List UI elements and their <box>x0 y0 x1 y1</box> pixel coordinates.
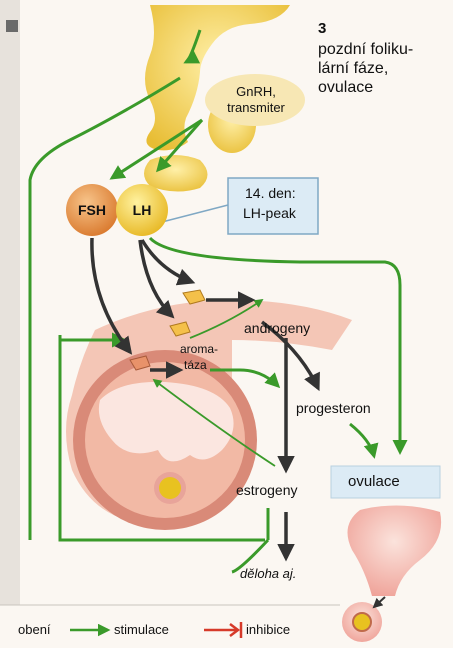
heading-number: 3 <box>318 20 326 37</box>
heading-line-1: pozdní foliku- <box>318 40 413 59</box>
aromataza-label-1: aroma- <box>180 342 218 356</box>
legend-stimulace: stimulace <box>114 622 169 637</box>
gnrh-label-1: GnRH, <box>228 84 284 99</box>
legend-item-1: obení <box>18 622 51 637</box>
legend-inhibice: inhibice <box>246 622 290 637</box>
deloha-label: děloha aj. <box>240 566 296 581</box>
androgeny-label: androgeny <box>244 320 310 336</box>
aromataza-label-2: táza <box>184 358 207 372</box>
ovulace-label: ovulace <box>348 473 400 490</box>
fsh-label: FSH <box>72 202 112 218</box>
corner-mark <box>6 20 18 32</box>
estrogeny-label: estrogeny <box>236 482 297 498</box>
heading-line-2: lární fáze, <box>318 59 388 78</box>
lh-label: LH <box>122 202 162 218</box>
gnrh-label-2: transmiter <box>220 100 292 115</box>
progesteron-label: progesteron <box>296 400 371 416</box>
lh-peak-day: 14. den: <box>245 185 296 201</box>
lh-peak-label: LH-peak <box>243 205 296 221</box>
left-page-strip <box>0 0 20 605</box>
heading-line-3: ovulace <box>318 78 373 97</box>
